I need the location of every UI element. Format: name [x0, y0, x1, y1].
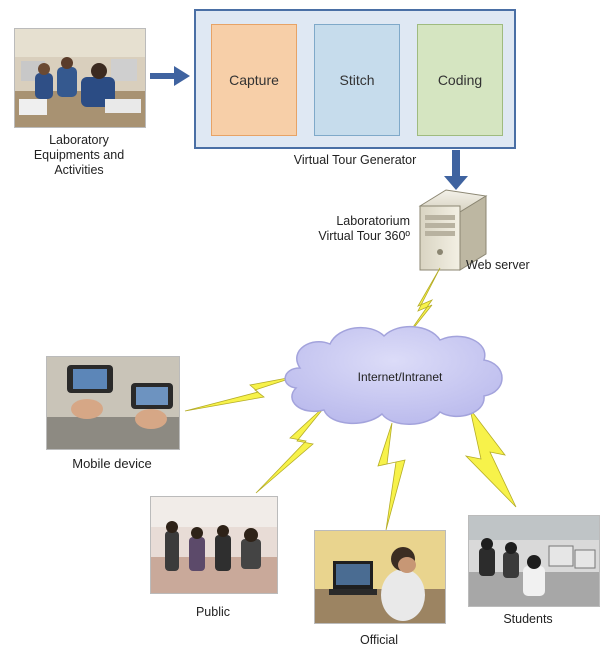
client-public-label: Public — [195, 605, 231, 619]
internet-cloud-icon — [284, 325, 503, 425]
lightning-students-icon — [464, 408, 517, 508]
laboratory-photo — [14, 28, 146, 128]
generator-title: Virtual Tour Generator — [293, 153, 417, 167]
stage-coding: Coding — [417, 24, 503, 136]
arrow-lab-to-generator — [150, 66, 190, 86]
client-official-label: Official — [360, 633, 398, 647]
laboratory-label: Laboratory Equipments and Activities — [33, 133, 125, 177]
lightning-mobile-icon — [184, 375, 299, 412]
server-icon — [418, 189, 488, 271]
public-photo — [150, 496, 278, 594]
stage-stitch: Stitch — [314, 24, 400, 136]
client-students-label: Students — [503, 612, 553, 626]
mobile-device-photo — [46, 356, 180, 450]
client-mobile-label: Mobile device — [72, 456, 152, 471]
internet-label: Internet/Intranet — [357, 370, 443, 384]
web-server-label: Web server — [466, 258, 530, 272]
stage-capture: Capture — [211, 24, 297, 136]
arrow-generator-to-server — [444, 150, 468, 190]
server-caption: Laboratorium Virtual Tour 360º — [318, 214, 410, 243]
official-photo — [314, 530, 446, 624]
lightning-official-icon — [377, 422, 406, 531]
students-photo — [468, 515, 600, 607]
lightning-public-icon — [255, 403, 328, 494]
